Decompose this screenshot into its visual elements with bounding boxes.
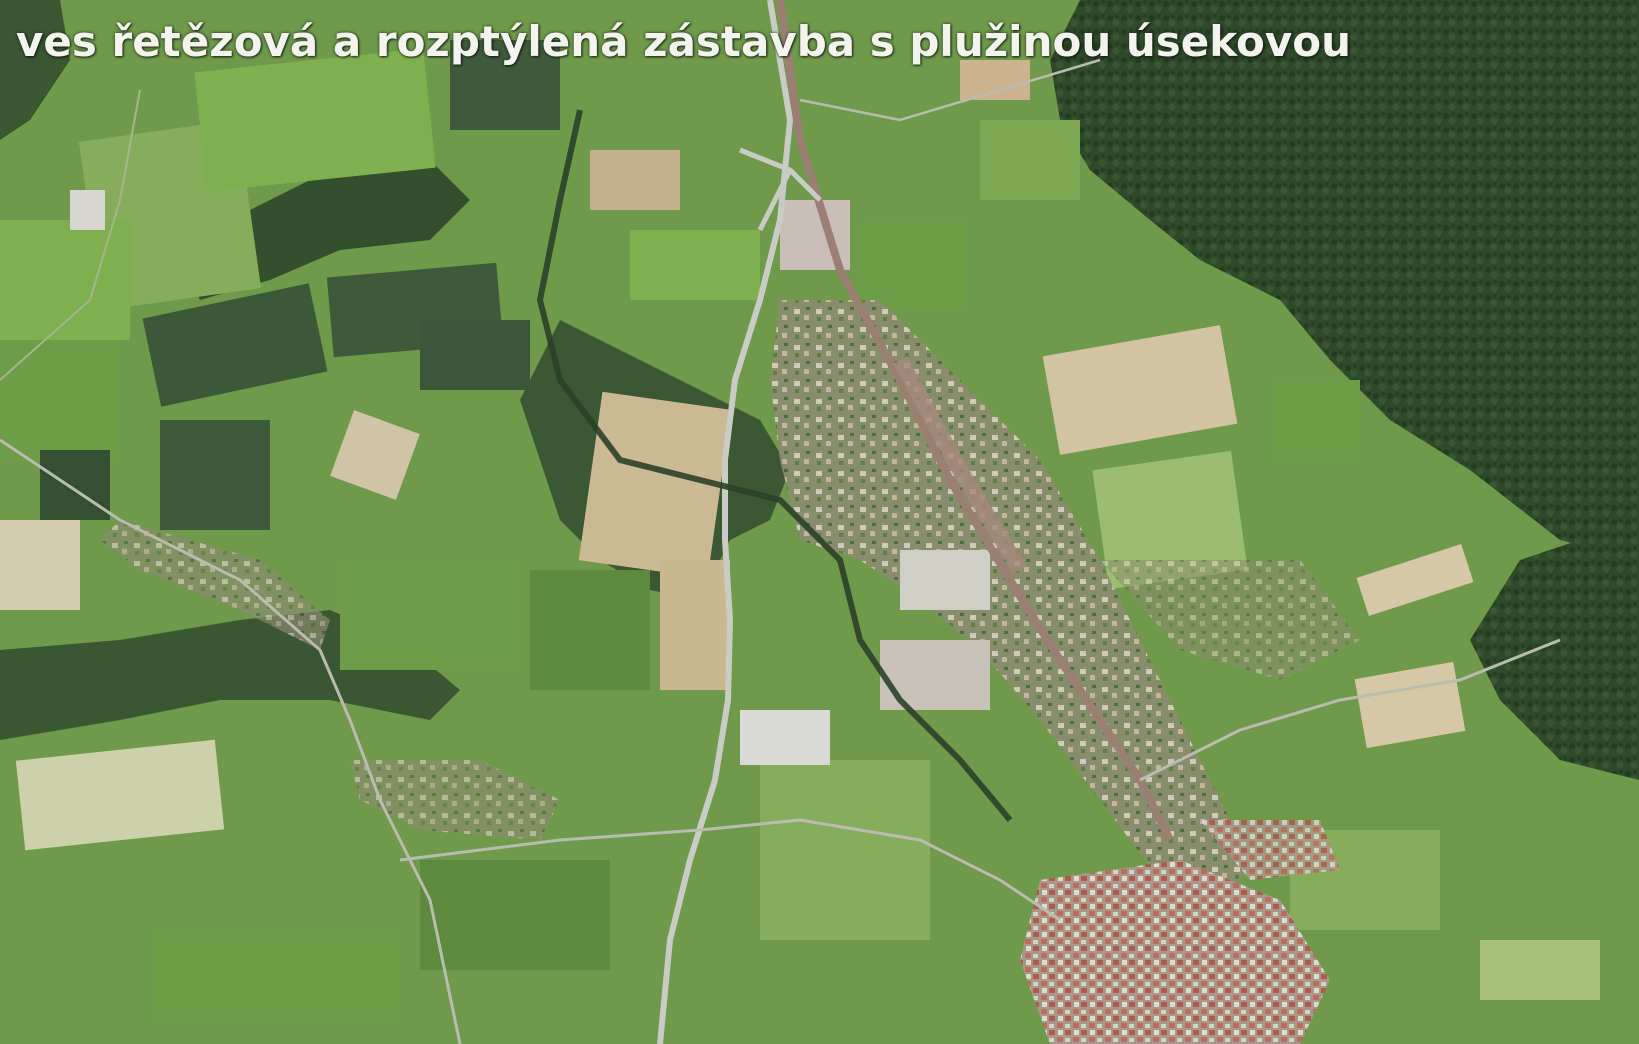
road-east <box>1139 638 1561 782</box>
forest-northeast <box>1050 0 1639 560</box>
road-north <box>799 58 1101 122</box>
map-title: ves řetězová a rozptýlená zástavba s plu… <box>16 17 1352 66</box>
road-south <box>399 818 1061 922</box>
field-4 <box>0 340 120 460</box>
bare-field-5 <box>590 150 680 210</box>
road-field <box>0 89 141 381</box>
industrial-2 <box>900 550 990 610</box>
field-mid-3 <box>1092 450 1248 590</box>
dark-field-3 <box>142 283 328 407</box>
settlement-west-road <box>100 520 330 650</box>
settlement-valley <box>770 300 1250 900</box>
field-mid-1 <box>340 560 520 670</box>
dark-field-6 <box>420 320 530 390</box>
town-southeast <box>1200 820 1340 880</box>
town-south <box>1020 860 1330 1044</box>
dark-field-4 <box>160 420 270 530</box>
field-east-2 <box>980 120 1080 200</box>
dark-field-5 <box>40 450 110 520</box>
field-2 <box>194 48 436 192</box>
highway <box>657 0 794 1044</box>
bare-field-1 <box>578 391 732 579</box>
field-south-5 <box>1480 940 1600 1000</box>
stream <box>536 109 1013 822</box>
forest-northwest <box>0 0 70 140</box>
settlement-east <box>1100 560 1360 680</box>
bare-field-2 <box>660 560 730 690</box>
bare-field-8 <box>15 739 225 851</box>
field-mid-6 <box>630 230 760 300</box>
dark-field-1 <box>450 40 560 130</box>
railway-station <box>892 356 1027 575</box>
field-mid-2 <box>530 570 650 690</box>
bare-field-3 <box>1042 325 1238 455</box>
highway-junction <box>739 147 822 232</box>
bare-field-4 <box>330 410 420 500</box>
road-west <box>0 438 462 1044</box>
bare-field-9 <box>0 520 80 610</box>
field-mid-5 <box>860 220 970 310</box>
industrial-1 <box>740 710 830 765</box>
field-south-2 <box>420 860 610 970</box>
bare-field-10 <box>960 60 1030 100</box>
bare-field-7 <box>1356 543 1474 617</box>
field-east-1 <box>1270 380 1360 460</box>
forest-east <box>1470 520 1639 780</box>
railway-line <box>776 0 1174 842</box>
field-south-3 <box>150 930 400 1020</box>
field-south-1 <box>760 760 930 940</box>
settlement-southwest <box>350 760 560 840</box>
industrial-5 <box>70 190 105 230</box>
